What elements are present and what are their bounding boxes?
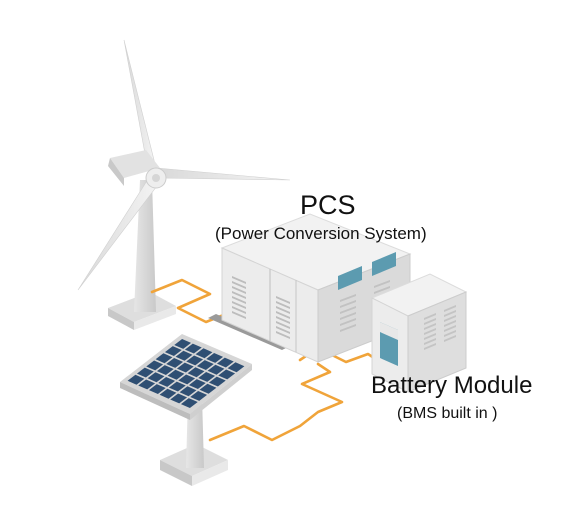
vent-slat [424, 338, 436, 345]
pcs-window-right [372, 252, 396, 276]
solar-cell [196, 360, 214, 371]
solar-cell [155, 353, 173, 364]
solar-cell [195, 348, 213, 359]
solar-cell [138, 379, 156, 390]
solar-cell [178, 374, 196, 385]
vent-slat [424, 343, 436, 350]
solar-cell [227, 362, 245, 373]
vent-slat [276, 326, 290, 334]
battery-vents [424, 305, 456, 350]
solar-cell [168, 381, 186, 392]
battery-subtitle: (BMS built in ) [397, 405, 498, 422]
solar-cell [164, 346, 182, 357]
solar-cell [158, 376, 176, 387]
solar-cell [207, 364, 225, 375]
vent-slat [232, 296, 246, 304]
vent-slat [276, 301, 290, 309]
solar-cell [187, 367, 205, 378]
vent-slat [374, 280, 390, 288]
vent-slat [444, 325, 456, 332]
solar-cell [167, 369, 185, 380]
solar-cell [206, 352, 224, 363]
solar-cell [216, 357, 234, 368]
battery-title: Battery Module [371, 372, 533, 399]
vent-slat [444, 305, 456, 312]
vent-slat [424, 318, 436, 325]
vent-slat [340, 324, 356, 332]
vent-slat [444, 320, 456, 327]
wind-turbine-icon [77, 39, 291, 330]
vent-slat [276, 331, 290, 339]
solar-cell [174, 338, 192, 349]
vent-slat [424, 333, 436, 340]
solar-cell [198, 371, 216, 382]
pcs-vents [232, 276, 290, 339]
cable-solar-pcs [208, 362, 344, 442]
solar-cell [184, 343, 202, 354]
vent-slat [424, 313, 436, 320]
vent-slat [424, 323, 436, 330]
vent-slat [340, 306, 356, 314]
solar-cell [166, 357, 184, 368]
solar-cell [188, 379, 206, 390]
solar-cell [156, 365, 174, 376]
vent-slat [232, 276, 246, 284]
vent-slat [232, 311, 246, 319]
solar-cell [146, 360, 164, 371]
solar-cell [136, 367, 154, 378]
vent-slat [232, 301, 246, 309]
vent-slat [232, 281, 246, 289]
vent-slat [276, 321, 290, 329]
solar-cell [218, 369, 236, 380]
solar-cell [170, 393, 188, 404]
vent-slat [340, 300, 356, 308]
solar-cells [127, 338, 245, 409]
vent-slat [232, 291, 246, 299]
solar-cell [190, 390, 208, 401]
solar-cell [179, 386, 197, 397]
vent-slat [444, 315, 456, 322]
solar-cell [127, 374, 145, 385]
vent-slat [232, 306, 246, 314]
vent-slat [444, 330, 456, 337]
vent-slat [444, 335, 456, 342]
solar-cell [186, 355, 204, 366]
vent-slat [276, 311, 290, 319]
vent-slat [276, 316, 290, 324]
solar-cell [147, 372, 165, 383]
solar-cell [208, 376, 226, 387]
solar-cell [148, 384, 166, 395]
solar-cell [176, 362, 194, 373]
solar-panel-icon [120, 334, 252, 486]
solar-cell [159, 388, 177, 399]
vent-slat [424, 328, 436, 335]
vent-slat [340, 294, 356, 302]
pcs-title: PCS [300, 190, 356, 220]
vent-slat [276, 306, 290, 314]
battery-cabinet-icon [370, 273, 468, 393]
vent-slat [232, 286, 246, 294]
solar-cell [199, 383, 217, 394]
vent-slat [444, 310, 456, 317]
vent-slat [374, 286, 390, 294]
pcs-subtitle: (Power Conversion System) [215, 224, 427, 243]
vent-slat [340, 312, 356, 320]
cable-turbine-pcs [150, 278, 228, 324]
solar-cell [180, 398, 198, 409]
solar-cell [175, 350, 193, 361]
pcs-window-left [338, 266, 362, 290]
vent-slat [276, 296, 290, 304]
vent-slat [340, 318, 356, 326]
